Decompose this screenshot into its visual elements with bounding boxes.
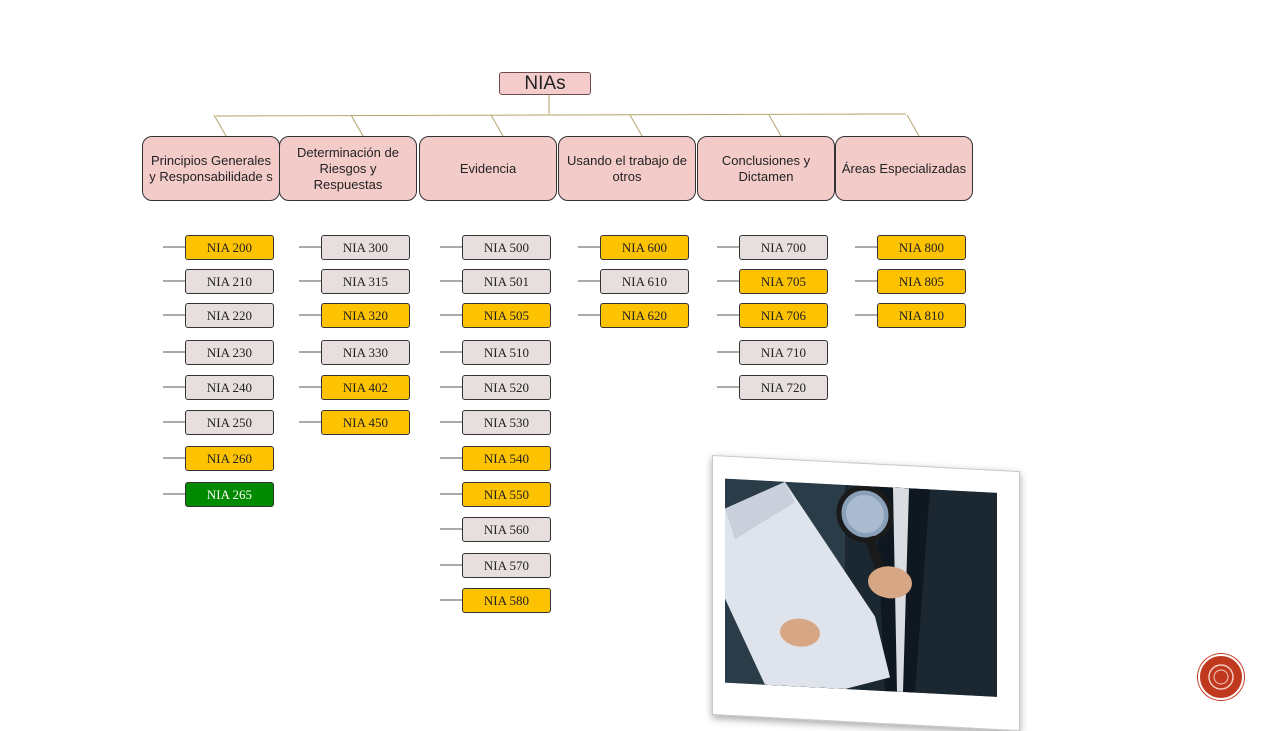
category-label: Principios Generales y Responsabilidade … (149, 152, 273, 184)
nia-box: NIA 620 (600, 303, 689, 328)
category-node: Principios Generales y Responsabilidade … (142, 136, 280, 201)
audit-photo-frame (712, 455, 1020, 731)
nia-box: NIA 230 (185, 340, 274, 365)
nia-box: NIA 265 (185, 482, 274, 507)
category-bus-line (215, 113, 907, 117)
nia-box: NIA 580 (462, 588, 551, 613)
nia-box: NIA 510 (462, 340, 551, 365)
category-node: Determinación de Riesgos y Respuestas (279, 136, 417, 201)
nia-box: NIA 210 (185, 269, 274, 294)
nia-box: NIA 505 (462, 303, 551, 328)
nia-box: NIA 315 (321, 269, 410, 294)
nia-box: NIA 500 (462, 235, 551, 260)
nia-box: NIA 560 (462, 517, 551, 542)
nia-box: NIA 330 (321, 340, 410, 365)
category-connector (350, 114, 364, 137)
nia-box: NIA 220 (185, 303, 274, 328)
nia-box: NIA 705 (739, 269, 828, 294)
category-label: Áreas Especializadas (841, 160, 967, 176)
nia-box: NIA 530 (462, 410, 551, 435)
nia-box: NIA 710 (739, 340, 828, 365)
nia-box: NIA 402 (321, 375, 410, 400)
nia-box: NIA 610 (600, 269, 689, 294)
nia-box: NIA 240 (185, 375, 274, 400)
nia-box: NIA 540 (462, 446, 551, 471)
nia-box: NIA 706 (739, 303, 828, 328)
nia-box: NIA 805 (877, 269, 966, 294)
nia-box: NIA 570 (462, 553, 551, 578)
nia-box: NIA 320 (321, 303, 410, 328)
category-connector (768, 114, 782, 137)
nia-box: NIA 450 (321, 410, 410, 435)
nia-box: NIA 810 (877, 303, 966, 328)
category-node: Áreas Especializadas (835, 136, 973, 201)
nia-box: NIA 700 (739, 235, 828, 260)
category-connector (906, 114, 920, 137)
nia-box: NIA 800 (877, 235, 966, 260)
nia-box: NIA 300 (321, 235, 410, 260)
category-connector (629, 114, 643, 137)
category-label: Evidencia (459, 160, 517, 176)
nia-box: NIA 720 (739, 375, 828, 400)
nia-box: NIA 600 (600, 235, 689, 260)
category-node: Conclusiones y Dictamen (697, 136, 835, 201)
navigation-circle-icon (1208, 664, 1234, 690)
category-label: Determinación de Riesgos y Respuestas (297, 144, 399, 192)
category-node: Usando el trabajo de otros (558, 136, 696, 201)
magnifying-glass-document-photo (725, 478, 997, 697)
nia-box: NIA 550 (462, 482, 551, 507)
category-label: Usando el trabajo de otros (567, 152, 687, 184)
root-node-nias: NIAs (499, 72, 591, 95)
category-connector (490, 114, 504, 137)
category-label: Conclusiones y Dictamen (721, 152, 811, 184)
category-node: Evidencia (419, 136, 557, 201)
next-slide-button[interactable] (1198, 654, 1244, 700)
nia-box: NIA 520 (462, 375, 551, 400)
nia-box: NIA 250 (185, 410, 274, 435)
category-connector (213, 114, 227, 137)
nia-box: NIA 200 (185, 235, 274, 260)
nia-box: NIA 260 (185, 446, 274, 471)
nia-box: NIA 501 (462, 269, 551, 294)
